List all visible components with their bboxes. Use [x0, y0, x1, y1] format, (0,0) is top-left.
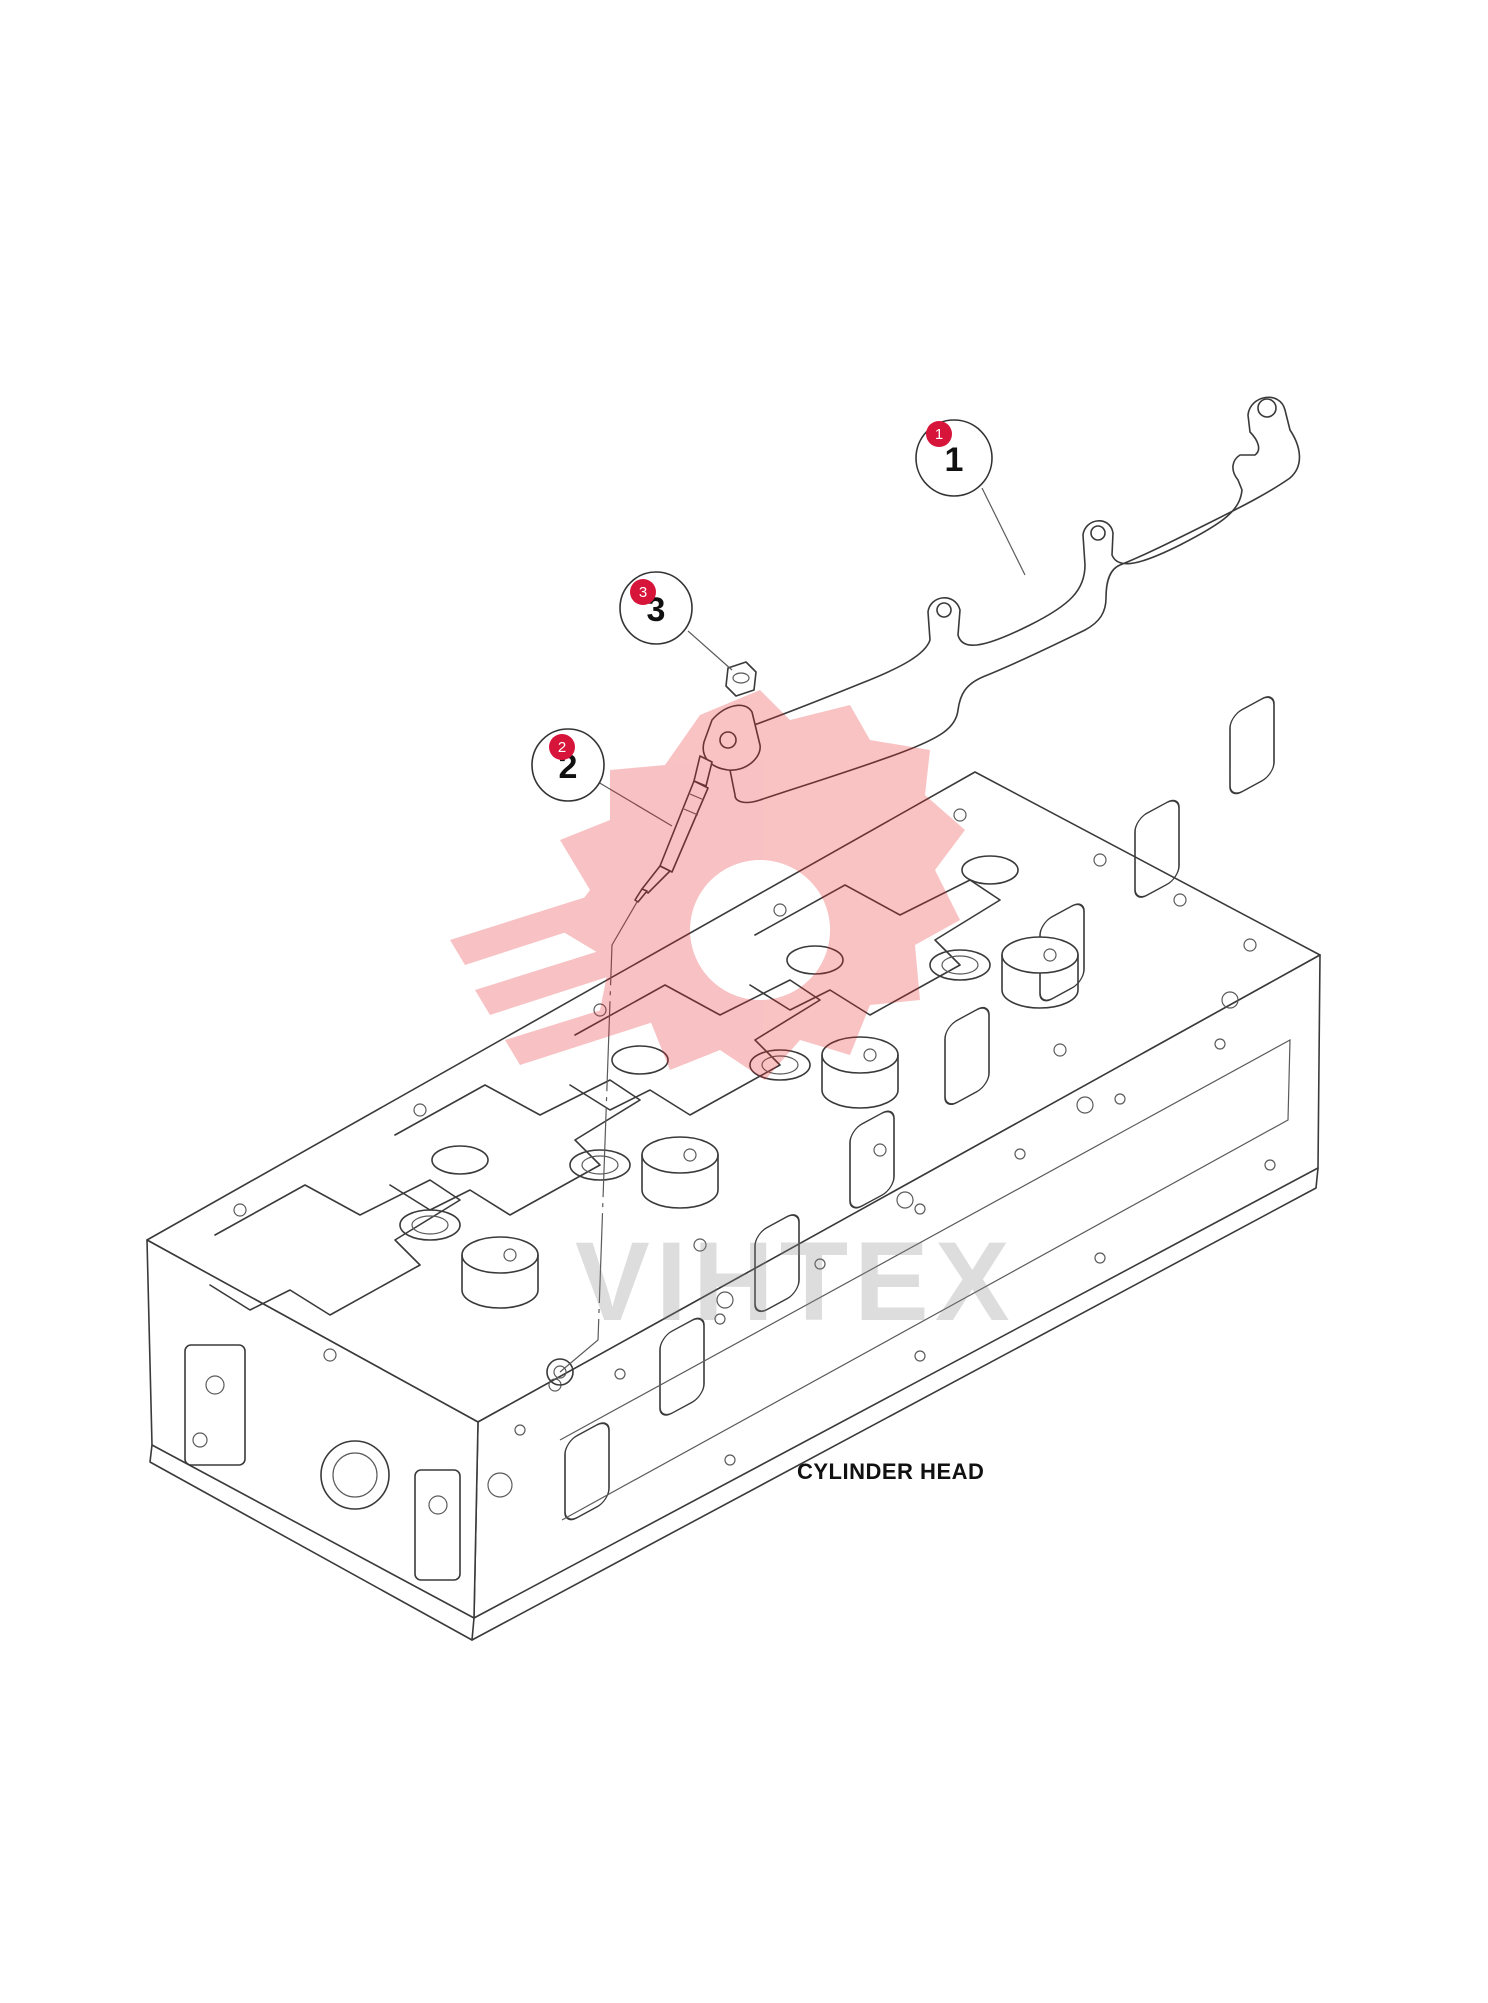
callout-1-badge[interactable]	[926, 421, 952, 447]
callout-2-badge-number: 2	[558, 739, 566, 756]
callout-1-number: 1	[945, 441, 964, 479]
injector-bosses	[461, 936, 1079, 1309]
exhaust-ports	[564, 696, 1275, 1521]
end-face-detail	[184, 1344, 513, 1581]
callout-2[interactable]: 2 2	[531, 728, 605, 802]
callout-2-badge[interactable]	[549, 734, 575, 760]
glow-plug	[634, 755, 713, 903]
leader-lines	[559, 487, 1026, 1373]
top-face-detail	[209, 808, 1257, 1392]
callout-3-badge-number: 3	[639, 584, 647, 601]
terminal-nut	[725, 661, 757, 697]
callout-1-badge-number: 1	[935, 426, 943, 443]
glow-plug-hole	[546, 1358, 574, 1386]
callout-1[interactable]: 1 1	[915, 419, 993, 497]
watermark-text: VIHTEX	[575, 1219, 1016, 1344]
callout-3[interactable]: 3 3	[619, 571, 693, 645]
watermark: VIHTEX	[450, 690, 1016, 1344]
watermark-logo	[560, 690, 965, 1080]
valve-seats	[399, 855, 1019, 1241]
callout-3-badge[interactable]	[630, 579, 656, 605]
cylinder-head-drawing	[146, 696, 1321, 1641]
front-face-bolt-holes	[514, 1038, 1276, 1466]
glow-plug-connecting-wire	[702, 396, 1301, 804]
cylinder-head-caption: CYLINDER HEAD	[797, 1459, 984, 1484]
